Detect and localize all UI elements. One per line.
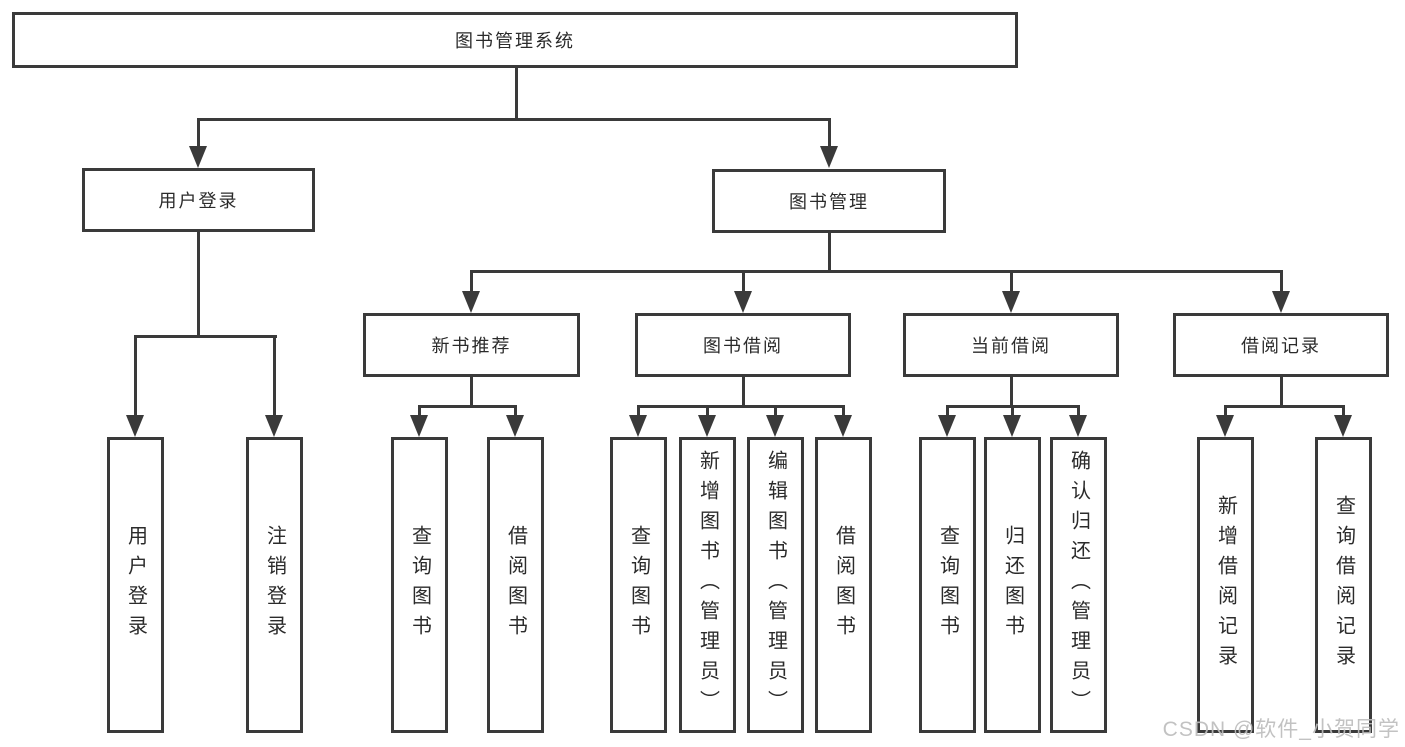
leaf-add-book-admin: 新增图书（管理员） [679,437,736,733]
connector-line [1011,405,1014,417]
arrow-down-icon [506,415,524,437]
connector-line [637,405,640,417]
node-book-management: 图书管理 [712,169,946,233]
connector-line [842,405,845,417]
leaf-borrow-books-borrowing: 借阅图书 [815,437,872,733]
connector-line [1224,405,1227,417]
arrow-down-icon [1069,415,1087,437]
connector-line [742,270,745,292]
connector-line [1280,270,1283,292]
connector-line [514,405,517,417]
arrow-down-icon [189,146,207,168]
connector-line [515,68,518,121]
connector-line [1010,377,1013,408]
leaf-query-borrow-record: 查询借阅记录 [1315,437,1372,733]
arrow-down-icon [834,415,852,437]
arrow-down-icon [1272,291,1290,313]
arrow-down-icon [1334,415,1352,437]
connector-line [470,377,473,408]
connector-line [197,118,200,148]
leaf-query-books-borrowing: 查询图书 [610,437,667,733]
connector-line [470,270,473,292]
connector-line [1077,405,1080,417]
leaf-confirm-return-admin: 确认归还（管理员） [1050,437,1107,733]
leaf-edit-book-admin: 编辑图书（管理员） [747,437,804,733]
arrow-down-icon [265,415,283,437]
arrow-down-icon [1002,291,1020,313]
connector-line [197,232,200,338]
arrow-down-icon [126,415,144,437]
connector-line [637,405,844,408]
node-root: 图书管理系统 [12,12,1018,68]
node-borrowing-records: 借阅记录 [1173,313,1389,377]
connector-line [946,405,949,417]
connector-line [774,405,777,417]
connector-line [470,270,1282,273]
arrow-down-icon [410,415,428,437]
connector-line [134,335,137,415]
leaf-query-books-recommend: 查询图书 [391,437,448,733]
node-new-book-recommend: 新书推荐 [363,313,580,377]
connector-line [1224,405,1344,408]
leaf-add-borrow-record: 新增借阅记录 [1197,437,1254,733]
arrow-down-icon [820,146,838,168]
connector-line [1010,270,1013,292]
leaf-borrow-books-recommend: 借阅图书 [487,437,544,733]
connector-line [828,233,831,273]
leaf-return-books: 归还图书 [984,437,1041,733]
connector-line [134,335,277,338]
arrow-down-icon [698,415,716,437]
arrow-down-icon [734,291,752,313]
leaf-query-books-current: 查询图书 [919,437,976,733]
connector-line [706,405,709,417]
connector-line [828,118,831,148]
arrow-down-icon [462,291,480,313]
connector-line [1280,377,1283,408]
arrow-down-icon [629,415,647,437]
arrow-down-icon [938,415,956,437]
csdn-watermark: CSDN @软件_小贺同学 [1162,718,1400,741]
node-current-borrowing: 当前借阅 [903,313,1119,377]
leaf-user-login: 用户登录 [107,437,164,733]
arrow-down-icon [1216,415,1234,437]
node-book-borrowing: 图书借阅 [635,313,851,377]
connector-line [273,335,276,415]
arrow-down-icon [1003,415,1021,437]
connector-line [197,118,831,121]
arrow-down-icon [766,415,784,437]
node-user-login: 用户登录 [82,168,315,232]
connector-line [419,405,515,408]
connector-line [742,377,745,408]
connector-line [1342,405,1345,417]
leaf-logout: 注销登录 [246,437,303,733]
connector-line [418,405,421,417]
